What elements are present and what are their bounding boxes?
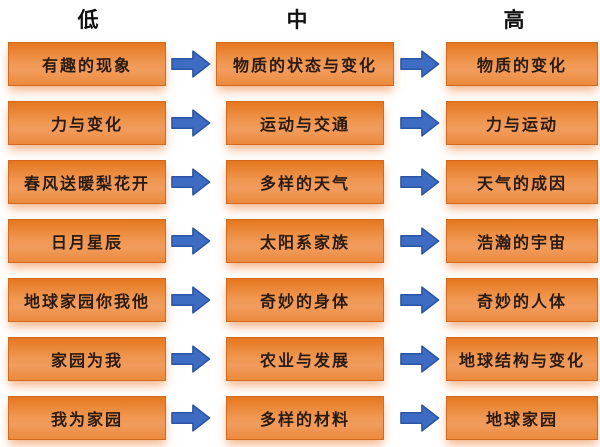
right-arrow-icon (171, 167, 211, 197)
diagram-row: 力与变化 运动与交通 力与运动 (0, 93, 600, 152)
right-arrow-icon (400, 403, 440, 433)
right-arrow-icon (400, 226, 440, 256)
topic-box-mid: 运动与交通 (226, 100, 384, 145)
column-header-mid: 中 (286, 9, 308, 32)
diagram-row: 有趣的现象 物质的状态与变化 物质的变化 (0, 34, 600, 93)
topic-box-high: 浩瀚的宇宙 (446, 218, 598, 263)
right-arrow-icon (400, 344, 440, 374)
right-arrow-icon (171, 403, 211, 433)
right-arrow-icon (171, 344, 211, 374)
diagram-row: 我为家园 多样的材料 地球家园 (0, 388, 600, 447)
topic-box-mid: 多样的材料 (226, 395, 384, 440)
right-arrow-icon (400, 108, 440, 138)
right-arrow-icon (171, 108, 211, 138)
topic-box-low: 春风送暖梨花开 (8, 159, 166, 204)
right-arrow-icon (400, 49, 440, 79)
topic-box-low: 地球家园你我他 (8, 277, 166, 322)
topic-box-low: 我为家园 (8, 395, 166, 440)
topic-box-mid: 多样的天气 (226, 159, 384, 204)
column-headers: 低 中 高 (0, 0, 600, 34)
topic-box-high: 地球家园 (446, 395, 598, 440)
diagram-rows: 有趣的现象 物质的状态与变化 物质的变化 力与变化 运动与交通 力与运动 春风送… (0, 34, 600, 447)
topic-box-mid: 太阳系家族 (226, 218, 384, 263)
topic-box-low: 日月星辰 (8, 218, 166, 263)
right-arrow-icon (171, 226, 211, 256)
topic-box-high: 力与运动 (446, 100, 598, 145)
right-arrow-icon (400, 285, 440, 315)
diagram-row: 日月星辰 太阳系家族 浩瀚的宇宙 (0, 211, 600, 270)
diagram-row: 地球家园你我他 奇妙的身体 奇妙的人体 (0, 270, 600, 329)
right-arrow-icon (171, 49, 211, 79)
topic-box-high: 地球结构与变化 (446, 336, 598, 381)
topic-box-high: 奇妙的人体 (446, 277, 598, 322)
topic-box-low: 家园为我 (8, 336, 166, 381)
diagram-row: 春风送暖梨花开 多样的天气 天气的成因 (0, 152, 600, 211)
diagram-row: 家园为我 农业与发展 地球结构与变化 (0, 329, 600, 388)
column-header-low: 低 (77, 9, 99, 32)
topic-box-high: 天气的成因 (446, 159, 598, 204)
topic-box-high: 物质的变化 (446, 41, 598, 86)
column-header-high: 高 (503, 9, 525, 32)
right-arrow-icon (171, 285, 211, 315)
topic-box-mid: 奇妙的身体 (226, 277, 384, 322)
topic-box-low: 有趣的现象 (8, 41, 166, 86)
topic-box-mid: 农业与发展 (226, 336, 384, 381)
topic-box-mid: 物质的状态与变化 (216, 41, 394, 86)
right-arrow-icon (400, 167, 440, 197)
topic-box-low: 力与变化 (8, 100, 166, 145)
